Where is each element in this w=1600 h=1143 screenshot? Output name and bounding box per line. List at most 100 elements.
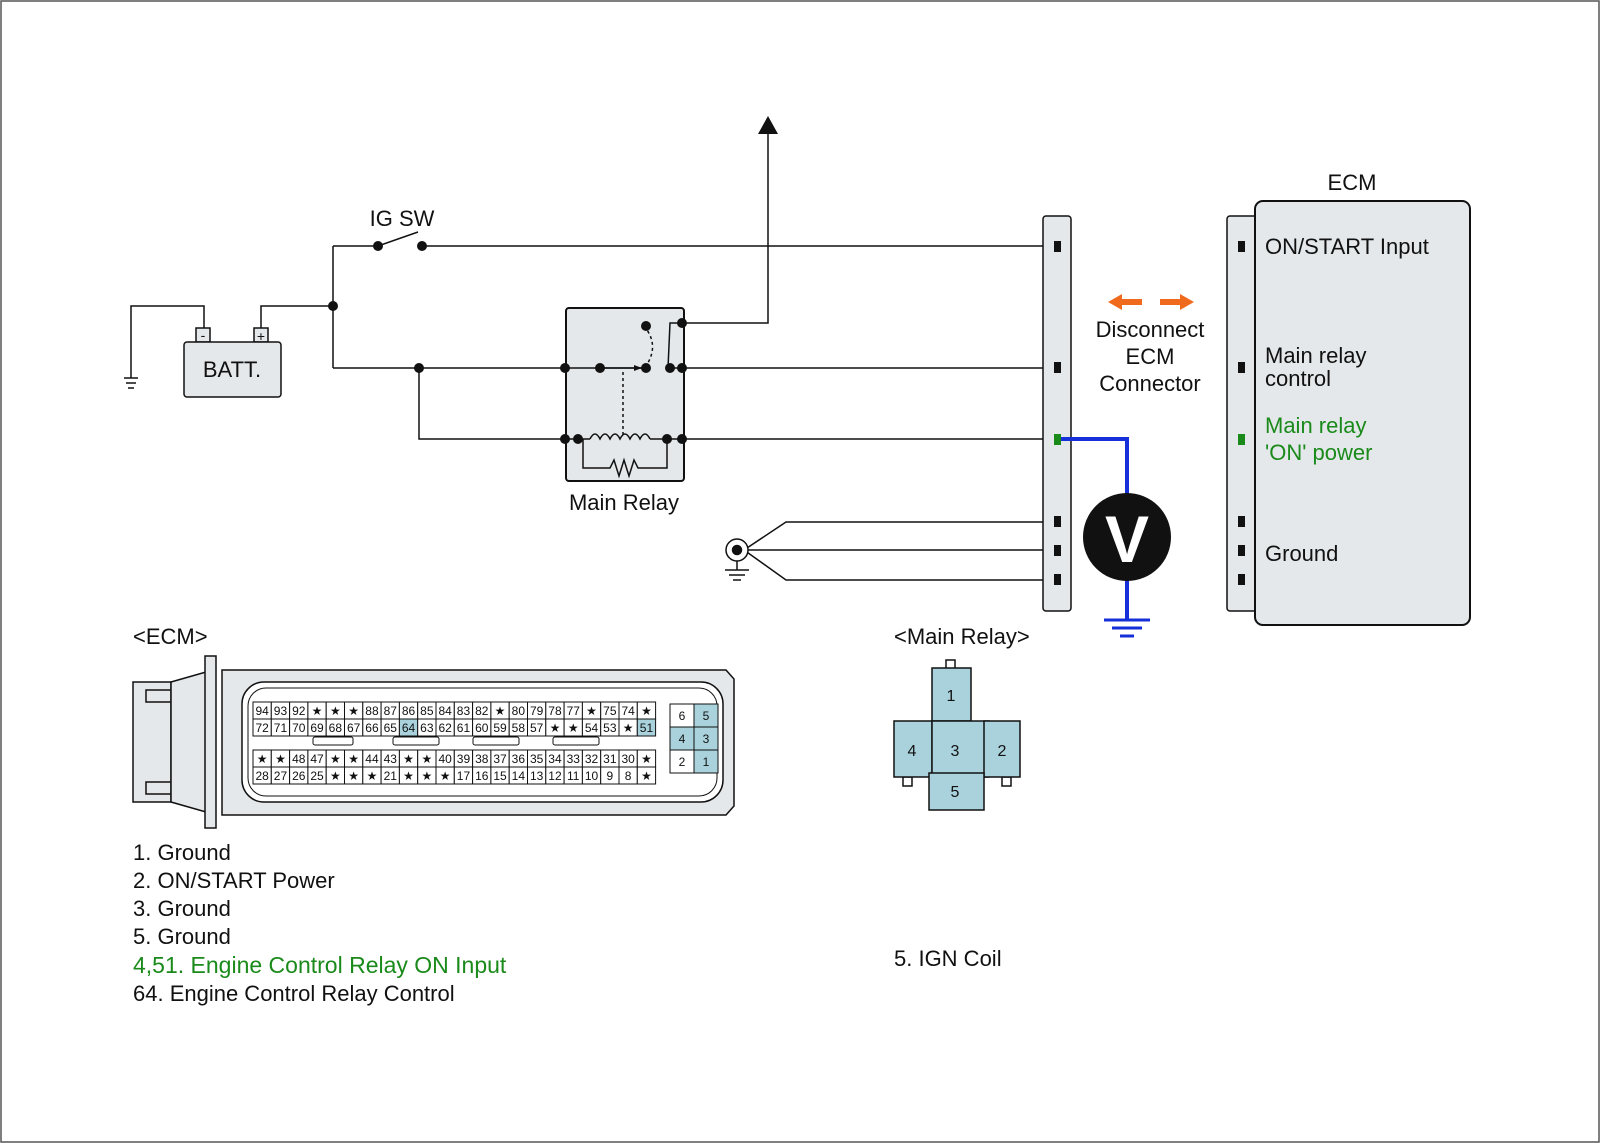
harness-pin xyxy=(1054,574,1061,585)
coil-feed-wire xyxy=(418,368,563,440)
ecm-main-relay-on-power-label-1: Main relay xyxy=(1265,413,1366,438)
ecm-pin-label: 10 xyxy=(585,769,599,783)
ecm-pin-label: ★ xyxy=(312,704,323,718)
ecm-pin-label: 37 xyxy=(493,752,507,766)
disconnect-label-3: Connector xyxy=(1099,371,1201,396)
ecm-legend-item: 1. Ground xyxy=(133,840,231,865)
disconnect-label-1: Disconnect xyxy=(1096,317,1205,342)
relay-pin-label: 1 xyxy=(947,688,956,705)
ecm-pin-label: 94 xyxy=(255,704,269,718)
ecm-pin-label: 5 xyxy=(703,709,710,723)
ecm-pin-label: 65 xyxy=(384,721,398,735)
ecm-pin-label: 54 xyxy=(585,721,599,735)
ecm-main-relay-control-label-1: Main relay xyxy=(1265,343,1366,368)
battery: - + BATT. xyxy=(183,327,282,398)
ecm-pin-label: 70 xyxy=(292,721,306,735)
ecm-pin-label: 28 xyxy=(255,769,269,783)
voltmeter-probe-wire xyxy=(1061,437,1129,496)
ecm-main-relay-on-power-label-2: 'ON' power xyxy=(1265,440,1372,465)
ecm-box xyxy=(1254,200,1471,626)
battery-plus-label: + xyxy=(257,328,265,344)
ecm-pin-label: 40 xyxy=(438,752,452,766)
relay-pin-label: 2 xyxy=(998,743,1007,760)
harness-pin xyxy=(1054,241,1061,252)
ecm-legend-item: 5. Ground xyxy=(133,924,231,949)
ecm-pin-label: 3 xyxy=(703,732,710,746)
ecm-pin-label: 35 xyxy=(530,752,544,766)
ecm-legend-item: 2. ON/START Power xyxy=(133,868,335,893)
ecm-pin-label: 58 xyxy=(512,721,526,735)
ecm-pin-label: 80 xyxy=(512,704,526,718)
ecm-pin-label: ★ xyxy=(641,704,652,718)
ecm-pin-label: 12 xyxy=(548,769,562,783)
wires xyxy=(130,132,1058,581)
ecm-pin-label: 1 xyxy=(703,755,710,769)
ecm-pin xyxy=(1238,516,1245,527)
relay-connector-title: <Main Relay> xyxy=(894,624,1030,649)
relay-connector-face xyxy=(893,659,1021,811)
ecm-pin-label: 63 xyxy=(420,721,434,735)
ecm-key-tab xyxy=(312,736,354,746)
ecm-pin-label: 71 xyxy=(274,721,288,735)
ecm-pin-label: 66 xyxy=(365,721,379,735)
ecm-pin-label: ★ xyxy=(568,721,579,735)
ecm-pin-label: ★ xyxy=(330,769,341,783)
ecm-pin-label: ★ xyxy=(348,769,359,783)
ecm-pin-label: ★ xyxy=(421,752,432,766)
ecm-pin-label: 83 xyxy=(457,704,471,718)
battery-box xyxy=(183,341,282,398)
ecm-pin-label: ★ xyxy=(330,704,341,718)
relay-pin-label: 5 xyxy=(951,784,960,801)
ecm-pin-label: ★ xyxy=(623,721,634,735)
harness-connector-bar xyxy=(1042,215,1072,612)
ecm-pin-label: 74 xyxy=(621,704,635,718)
ecm-pin-label: 82 xyxy=(475,704,489,718)
ecm-key-tab xyxy=(552,736,600,746)
ecm-pin-label: ★ xyxy=(421,769,432,783)
ecm-pin-label: 6 xyxy=(679,709,686,723)
ecm-pin-label: ★ xyxy=(586,704,597,718)
ecm-pin-label: 86 xyxy=(402,704,416,718)
ecm-pin-label: 68 xyxy=(329,721,343,735)
ecm-pin-label: 59 xyxy=(493,721,507,735)
ecm-pin xyxy=(1238,241,1245,252)
ecm-pin-label: 61 xyxy=(457,721,471,735)
disconnect-label-2: ECM xyxy=(1126,344,1175,369)
ecm-pin-label: 9 xyxy=(607,769,614,783)
ig-sw-contact xyxy=(377,231,419,247)
ecm-pin-label: 75 xyxy=(603,704,617,718)
disconnect-arrows-icon xyxy=(1108,294,1194,310)
ecm-pin-label: 2 xyxy=(679,755,686,769)
ecm-pin xyxy=(1238,362,1245,373)
ecm-legend: 1. Ground 2. ON/START Power 3. Ground 5.… xyxy=(133,840,507,1006)
ecm-pin-label: 87 xyxy=(384,704,398,718)
ecm-pin-label: 84 xyxy=(438,704,452,718)
main-relay-box xyxy=(565,307,685,482)
ecm-legend-item: 64. Engine Control Relay Control xyxy=(133,981,455,1006)
ecm-pin-label: ★ xyxy=(275,752,286,766)
harness-pin xyxy=(1054,362,1061,373)
ecm-title: ECM xyxy=(1328,170,1377,195)
relay-legend-item: 5. IGN Coil xyxy=(894,946,1002,971)
voltmeter-icon xyxy=(1083,493,1171,581)
ecm-on-start-label: ON/START Input xyxy=(1265,234,1429,259)
ecm-pin-label: 17 xyxy=(457,769,471,783)
ecm-pin-label: 44 xyxy=(365,752,379,766)
ecm-pin-label: ★ xyxy=(403,752,414,766)
relay-pin-label: 3 xyxy=(951,743,960,760)
ecm-pin-label: 47 xyxy=(310,752,324,766)
ecm-pin-label: 51 xyxy=(640,721,654,735)
ecm-pin-label: 21 xyxy=(384,769,398,783)
ecm-pin-label: 67 xyxy=(347,721,361,735)
junction-dot xyxy=(328,301,338,311)
harness-pin xyxy=(1054,545,1061,556)
ecm-pin-label: 77 xyxy=(567,704,581,718)
ig-sw-terminal-a xyxy=(373,241,383,251)
ecm-pin xyxy=(1238,545,1245,556)
ecm-pin-label: 57 xyxy=(530,721,544,735)
ecm-pin-label: 36 xyxy=(512,752,526,766)
ecm-pin-label: 85 xyxy=(420,704,434,718)
